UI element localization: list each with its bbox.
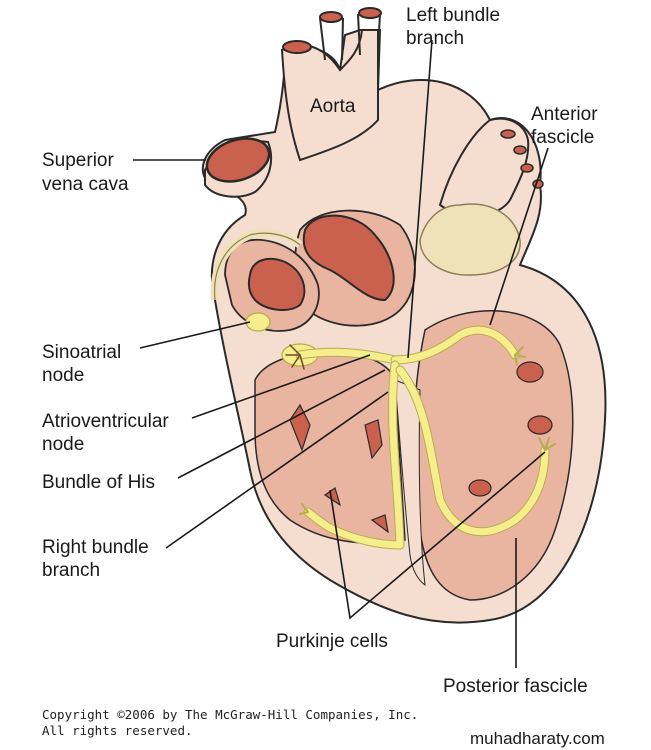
- mitral-valve-opening: [302, 214, 395, 302]
- copyright-notice: Copyright ©2006 by The McGraw-Hill Compa…: [42, 707, 426, 738]
- papillary-muscle: [516, 361, 544, 383]
- leader-right-bundle-branch: [165, 391, 389, 549]
- superior-vena-cava-opening: [205, 137, 271, 183]
- aorta-branch-opening: [358, 7, 382, 19]
- leader-atrioventricular-node: [191, 354, 371, 419]
- leader-bundle-of-his: [177, 369, 386, 479]
- papillary-muscle: [527, 415, 553, 435]
- vessel-opening: [513, 145, 527, 155]
- vessel-opening: [500, 129, 516, 139]
- label-purkinje-cells: Purkinje cells: [276, 631, 388, 652]
- leader-anterior-fascicle: [489, 147, 549, 326]
- papillary-muscle: [364, 419, 383, 460]
- label-anterior-fascicle: Anterior fascicle: [531, 104, 603, 148]
- vessel-opening: [520, 163, 534, 173]
- aorta-branch-opening: [282, 40, 312, 54]
- tricuspid-opening: [247, 257, 306, 312]
- ridge-outline: [213, 232, 301, 301]
- leader-left-bundle-branch: [407, 39, 433, 359]
- conduction-pathways: [285, 325, 556, 550]
- label-posterior-fascicle: Posterior fascicle: [443, 676, 588, 697]
- aorta-branch-opening: [319, 11, 343, 23]
- interventricular-septum: [394, 379, 426, 587]
- aorta-branch-walls: [319, 13, 381, 61]
- watermark: muhadharaty.com: [470, 729, 605, 748]
- leader-sinoatrial-node: [139, 321, 251, 349]
- label-right-bundle-branch: Right bundle branch: [42, 537, 154, 581]
- epicardial-fat: [419, 203, 521, 276]
- label-left-bundle-branch: Left bundle branch: [406, 5, 505, 49]
- aorta-vessel: [280, 29, 379, 162]
- label-atrioventricular-node: Atrioventricular node: [42, 411, 174, 455]
- label-bundle-of-his: Bundle of His: [42, 472, 155, 493]
- label-sinoatrial-node: Sinoatrial node: [42, 342, 127, 386]
- leader-purkinje-cells: [329, 451, 546, 620]
- papillary-muscle: [370, 514, 389, 534]
- label-superior-vena-cava: Superior vena cava: [42, 150, 129, 195]
- label-aorta: Aorta: [310, 96, 356, 117]
- sinoatrial-node: [245, 312, 271, 332]
- papillary-muscle: [468, 479, 492, 497]
